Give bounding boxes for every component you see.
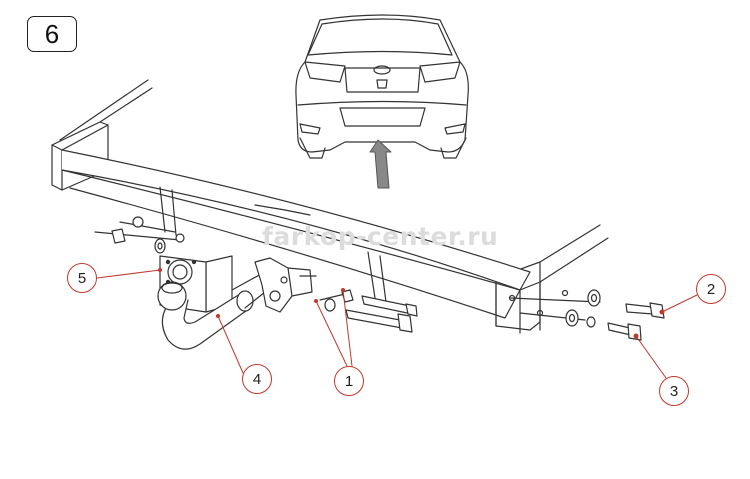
callout-3: 3 [659, 376, 689, 406]
right-fasteners [508, 289, 665, 341]
leader-line-4 [217, 315, 244, 374]
callout-5: 5 [67, 263, 97, 293]
center-fasteners [319, 289, 418, 333]
leader-line-3 [635, 335, 667, 379]
callout-4: 4 [242, 364, 272, 394]
leader-line-5 [96, 269, 161, 279]
leader-line-1a [315, 300, 348, 367]
callout-1: 1 [334, 366, 364, 396]
callout-2: 2 [696, 274, 726, 304]
leader-line-2 [661, 294, 698, 313]
center-bracket [254, 257, 317, 313]
watermark-text: farkop-center.ru [262, 222, 499, 251]
leader-line-1b [342, 289, 353, 367]
car-rear-view [295, 14, 469, 159]
crossbeam [61, 149, 531, 319]
step-number-badge: 6 [27, 16, 77, 52]
direction-arrow-icon [369, 139, 392, 189]
tow-ball-neck [157, 267, 281, 350]
left-fasteners [94, 216, 185, 254]
